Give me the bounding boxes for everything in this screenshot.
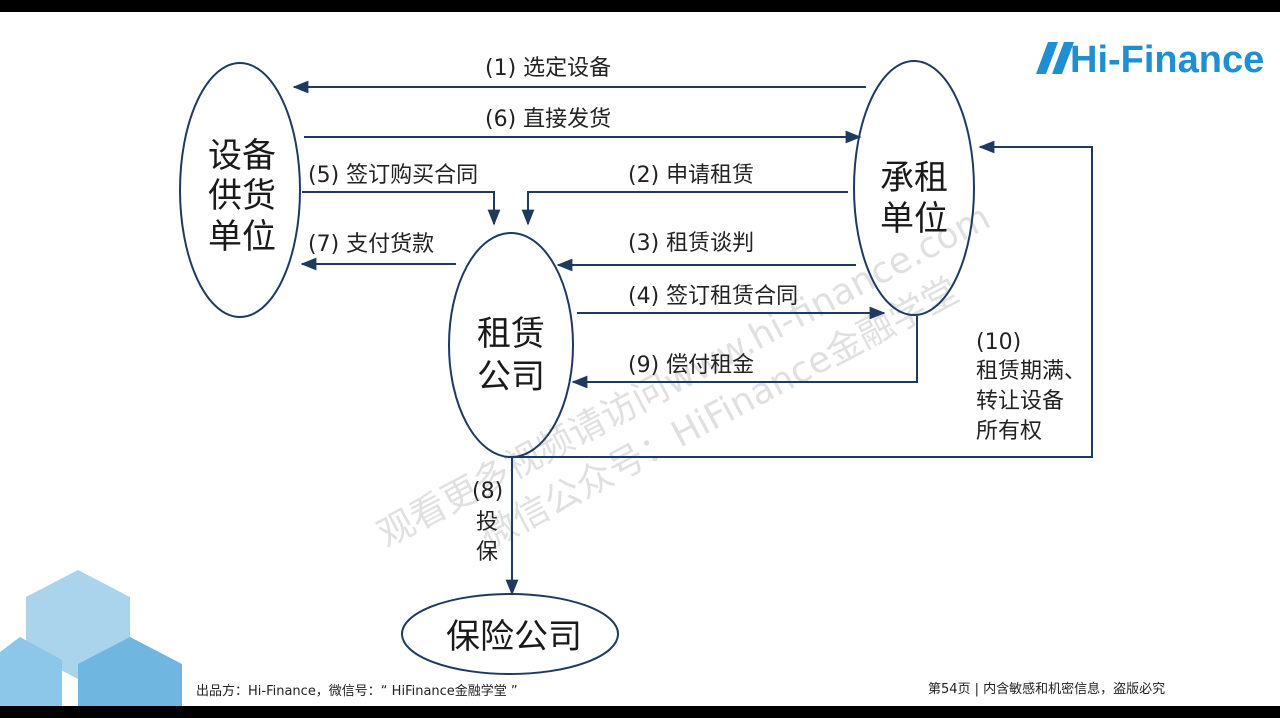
lessee-label-2: 单位 [880,199,948,239]
footer-right: 第54页 | 内含敏感和机密信息，盗版必究 [928,681,1165,697]
label-f4: (4) 签订租赁合同 [628,284,798,309]
slide: Hi-Finance 观看更多视频请访问www.hi-finance.com 微… [0,12,1280,706]
lessor-label-2: 公司 [477,357,545,397]
logo: Hi-Finance [1036,39,1264,81]
supplier-label-2: 供货 [208,176,276,216]
label-f10-4: 所有权 [976,419,1042,444]
arrow-f10 [513,140,1093,458]
arrows [292,80,1093,596]
supplier-node [179,62,301,318]
lessee-label-1: 承租 [880,158,948,198]
label-f1: (1) 选定设备 [485,56,611,81]
lessee-node [853,60,975,316]
watermark: 观看更多视频请访问www.hi-finance.com 微信公众号：HiFina… [371,197,997,558]
arrow-f9 [571,316,918,389]
decor-hexagons [0,570,182,706]
label-f2: (2) 申请租赁 [628,163,754,188]
label-f7: (7) 支付货款 [308,232,434,257]
label-f3: (3) 租赁谈判 [628,231,754,256]
label-f8-1: (8) [472,479,503,504]
footer-left: 出品方：Hi-Finance，微信号：“ HiFinance金融学堂 ” [196,683,518,699]
label-f9: (9) 偿付租金 [628,353,754,378]
label-f8-2: 投 [476,510,498,535]
arrow-f5 [302,191,501,226]
label-f10-1: (10) [976,330,1021,355]
logo-mark-icon [1036,42,1058,74]
label-f6: (6) 直接发货 [485,107,611,132]
insurer-label: 保险公司 [446,617,582,657]
supplier-label-1: 设备 [208,136,276,176]
arrow-f2 [521,191,848,226]
flow-diagram: Hi-Finance 观看更多视频请访问www.hi-finance.com 微… [0,39,1264,706]
label-f8-3: 保 [476,540,498,565]
label-f5: (5) 签订购买合同 [308,163,478,188]
logo-text: Hi-Finance [1070,39,1264,81]
label-f10-3: 转让设备 [976,389,1064,414]
label-f10-2: 租赁期满、 [976,359,1086,384]
lessor-label-1: 租赁 [477,314,545,354]
supplier-label-3: 单位 [208,217,276,257]
